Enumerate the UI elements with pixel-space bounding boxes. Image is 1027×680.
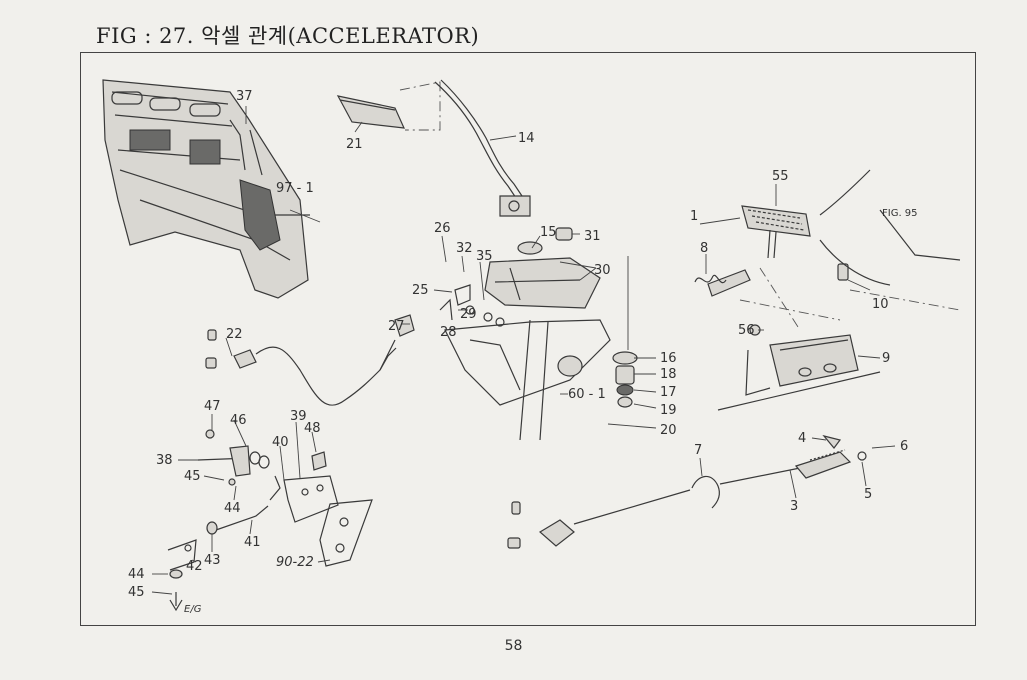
callout-45-upper: 45	[184, 469, 201, 484]
dashboard-panel	[102, 79, 321, 299]
lever-bracket-assembly	[394, 227, 611, 441]
callout-19: 19	[660, 403, 677, 418]
callout-30: 30	[594, 263, 611, 278]
callout-43: 43	[204, 553, 221, 568]
callout-45-lower: 45	[128, 585, 145, 600]
callout-14: 14	[518, 131, 535, 146]
callout-44-upper: 44	[224, 501, 241, 516]
callout-28: 28	[440, 325, 457, 340]
callout-35: 35	[476, 249, 493, 264]
engine-side-linkage	[167, 429, 373, 612]
callout-40: 40	[272, 435, 289, 450]
callout-1: 1	[690, 209, 698, 224]
callout-9: 9	[882, 351, 890, 366]
callout-3: 3	[790, 499, 798, 514]
callout-55: 55	[772, 169, 789, 184]
callout-7: 7	[694, 443, 702, 458]
callout-31: 31	[584, 229, 601, 244]
callout-44-lower: 44	[128, 567, 145, 582]
callout-97-1: 97 - 1	[276, 181, 314, 196]
callout-29: 29	[460, 307, 477, 322]
callout-39: 39	[290, 409, 307, 424]
callout-fig-95: FIG. 95	[882, 208, 918, 219]
callout-labels: 37 97 - 1 21 14 26 32 35 15 31 30 25 29 …	[128, 89, 918, 615]
callout-56: 56	[738, 323, 755, 338]
callout-47: 47	[204, 399, 221, 414]
callout-8: 8	[700, 241, 708, 256]
callout-15: 15	[540, 225, 557, 240]
callout-37: 37	[236, 89, 253, 104]
callout-eg: E/G	[184, 604, 202, 615]
diagram-frame	[80, 52, 976, 626]
callout-16: 16	[660, 351, 677, 366]
callout-22: 22	[226, 327, 243, 342]
damper-stack	[612, 256, 638, 408]
leader-lines	[151, 106, 896, 595]
callout-20: 20	[660, 423, 677, 438]
callout-5: 5	[864, 487, 872, 502]
callout-4: 4	[798, 431, 806, 446]
callout-41: 41	[244, 535, 261, 550]
accelerator-pedal	[694, 169, 961, 411]
callout-38: 38	[156, 453, 173, 468]
callout-48: 48	[304, 421, 321, 436]
callout-18: 18	[660, 367, 677, 382]
throttle-cable-upper	[205, 329, 397, 406]
callout-25: 25	[412, 283, 429, 298]
callout-90-22: 90-22	[276, 555, 314, 570]
throttle-cable-lower	[507, 434, 867, 549]
callout-6: 6	[900, 439, 908, 454]
page-number: 58	[504, 638, 523, 654]
callout-60-1: 60 - 1	[568, 387, 606, 402]
callout-17: 17	[660, 385, 677, 400]
accelerator-lever-rod	[434, 79, 531, 217]
callout-42: 42	[186, 559, 203, 574]
callout-21: 21	[346, 137, 363, 152]
callout-46: 46	[230, 413, 247, 428]
callout-10: 10	[872, 297, 889, 312]
callout-26: 26	[434, 221, 451, 236]
callout-32: 32	[456, 241, 473, 256]
page-title: FIG : 27. 악셀 관계(ACCELERATOR)	[96, 24, 480, 48]
accelerator-handle	[336, 81, 441, 131]
callout-27: 27	[388, 319, 405, 334]
